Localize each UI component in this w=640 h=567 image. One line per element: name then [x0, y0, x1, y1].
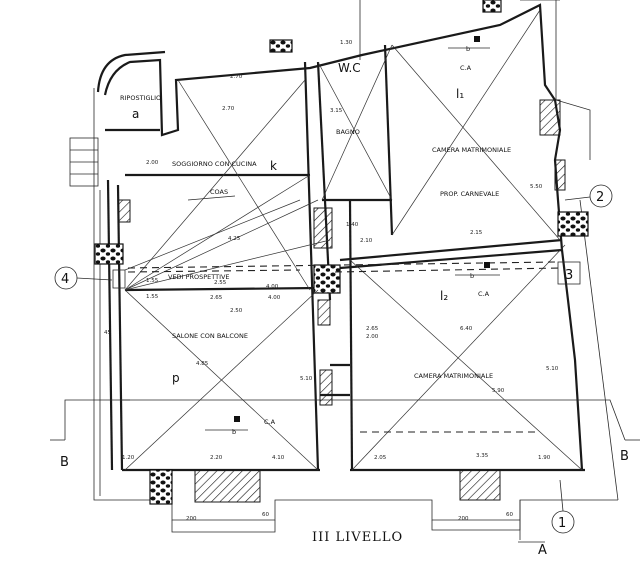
axis-three: 3 — [565, 268, 573, 283]
dim-label: 2.10 — [360, 238, 373, 244]
mark-b-south: b — [232, 428, 236, 436]
dim-label: 2.15 — [470, 230, 483, 236]
dim-label: 1.55 — [146, 294, 159, 300]
mark-coas: COAS — [210, 188, 228, 196]
dim-label: 2.00 — [366, 334, 379, 340]
dim-label: 200 — [458, 516, 469, 522]
dim-label: 4.10 — [272, 455, 285, 461]
label-bagno: BAGNO — [336, 128, 360, 136]
label-ripostiglio: RIPOSTIGLIO — [120, 94, 161, 102]
dim-label: 1.20 — [122, 455, 135, 461]
dim-label: 4.25 — [228, 236, 241, 242]
dim-label: 2.55 — [214, 280, 227, 286]
dim-label: 5.50 — [530, 184, 543, 190]
mark-ca-north: C.A — [460, 64, 472, 72]
mark-a: a — [132, 107, 139, 121]
level-title: III LIVELLO — [312, 530, 403, 545]
label-camera-sud: CAMERA MATRIMONIALE — [414, 372, 493, 380]
dim-label: 2.50 — [230, 308, 243, 314]
axis-labels: 4 2 3 1 — [61, 190, 604, 531]
mark-b-east: b — [470, 272, 474, 280]
axis-four: 4 — [61, 272, 69, 287]
dim-label: 2.70 — [230, 74, 243, 80]
dimension-labels: 2.70 2.70 2.00 1.55 2.55 4.00 1.55 2.65 … — [104, 40, 559, 522]
mark-p: p — [172, 371, 180, 385]
dim-label: 6.40 — [460, 326, 473, 332]
section-b-left: B — [60, 455, 69, 470]
dim-label: 1.55 — [146, 278, 159, 284]
dim-label: 5.10 — [300, 376, 313, 382]
dim-label: 5.90 — [492, 388, 505, 394]
label-soggiorno: SOGGIORNO CON CUCINA — [172, 160, 257, 168]
mark-prop: PROP. CARNEVALE — [440, 190, 499, 198]
mark-l1: l₁ — [456, 87, 464, 101]
dim-label: 3.15 — [330, 108, 343, 114]
axis-markers — [54, 184, 613, 534]
dim-label: 60 — [506, 512, 513, 518]
section-b-right: B — [620, 449, 629, 464]
dim-label: 60 — [262, 512, 269, 518]
dim-label: 5.10 — [546, 366, 559, 372]
marks: a k p W.C l₁ l₂ b C.A b C.A b C.A COAS V… — [132, 45, 499, 436]
label-salone: SALONE CON BALCONE — [172, 332, 248, 340]
direction-arrows — [187, 36, 500, 431]
dim-label: 2.65 — [366, 326, 379, 332]
mark-wc: W.C — [338, 61, 361, 75]
mark-b-north: b — [466, 45, 470, 53]
section-a-bottom: A — [538, 543, 547, 558]
mark-vedi: VEDI PROSPETTIVE — [168, 273, 230, 281]
dim-label: 2.70 — [222, 106, 235, 112]
dim-label: 1.90 — [538, 455, 551, 461]
dim-label: 45 — [104, 330, 111, 336]
mark-l2: l₂ — [440, 289, 448, 303]
dim-label: 2.05 — [374, 455, 387, 461]
axis-two: 2 — [596, 190, 604, 205]
dim-label: 1.40 — [346, 222, 359, 228]
dim-label: 3.35 — [476, 453, 489, 459]
room-labels: RIPOSTIGLIO SOGGIORNO CON CUCINA SALONE … — [120, 94, 511, 380]
dim-label: 200 — [186, 516, 197, 522]
masonry-blocks — [94, 0, 589, 505]
dim-label: 2.20 — [210, 455, 223, 461]
mark-k: k — [270, 159, 277, 173]
label-camera-nord: CAMERA MATRIMONIALE — [432, 146, 511, 154]
dim-label: 4.00 — [268, 295, 281, 301]
mark-ca-east: C.A — [478, 290, 490, 298]
dim-label: 2.00 — [146, 160, 159, 166]
dim-label: 4.85 — [196, 361, 209, 367]
dim-label: 4.00 — [266, 284, 279, 290]
section-lines — [50, 261, 640, 543]
axis-one: 1 — [558, 516, 566, 531]
mark-ca-south: C.A — [264, 418, 276, 426]
dim-label: 1.30 — [340, 40, 353, 46]
dim-label: 2.65 — [210, 295, 223, 301]
interior-walls — [105, 44, 563, 471]
section-letters: B B A — [60, 449, 629, 558]
